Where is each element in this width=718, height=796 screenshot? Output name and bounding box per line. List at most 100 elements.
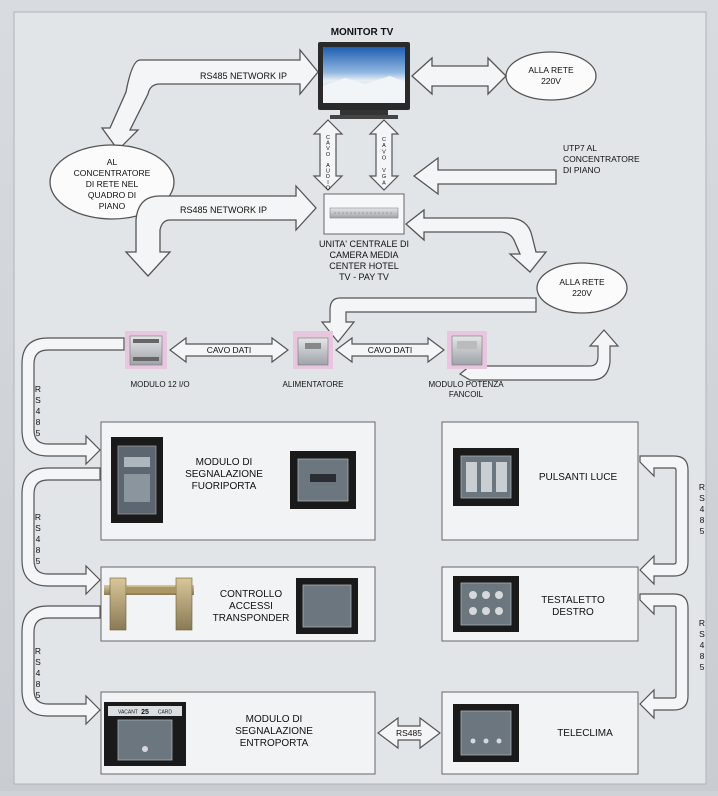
rete-mid-ellipse <box>536 262 628 314</box>
cavo-audio-letter: I <box>327 180 329 186</box>
rs485-vertical-letter: S <box>699 629 705 639</box>
rs485-vertical-letter: 8 <box>36 545 41 555</box>
module-fancoil-line2: FANCOIL <box>449 390 484 399</box>
testaletto-line2: DESTRO <box>552 607 594 618</box>
module-alimentatore-label: ALIMENTATORE <box>283 380 344 389</box>
concentratore-line4: QUADRO DI <box>88 190 136 200</box>
rs485-vertical-letter: 5 <box>36 690 41 700</box>
arrow-cavo-audio <box>312 119 344 191</box>
rs485-vertical-letter: 4 <box>36 534 41 544</box>
panel-card: CARD <box>158 710 173 716</box>
entroporta-panel-icon <box>104 702 186 766</box>
cavo-vga-letter: G <box>382 174 386 180</box>
fuoriporta-line3: FUORIPORTA <box>192 481 257 492</box>
arrow-rs485-bottom <box>377 716 441 750</box>
central-unit-line1: UNITA' CENTRALE DI <box>319 239 409 249</box>
module-fancoil-icon <box>447 331 487 369</box>
rs485-vertical-letter: S <box>35 657 41 667</box>
cavo-vga-letter: A <box>382 143 386 149</box>
bus-left-2 <box>21 467 101 596</box>
concentratore-line1: AL <box>107 157 118 167</box>
rs485-vertical-letter: 4 <box>36 406 41 416</box>
module-io-label: MODULO 12 I/O <box>130 380 189 389</box>
door-handle-icon <box>104 577 194 631</box>
fuoriporta-display-icon <box>290 451 356 509</box>
fuoriporta-line2: SEGNALAZIONE <box>185 469 263 480</box>
central-unit-line4: TV - PAY TV <box>339 272 389 282</box>
concentratore-line5: PIANO <box>99 201 126 211</box>
testaletto-icon <box>453 576 519 632</box>
bus-left-1 <box>21 337 125 466</box>
cavo-vga-letter: C <box>382 137 386 143</box>
teleclima-icon <box>453 704 519 762</box>
cavo-dati-1-label: CAVO DATI <box>207 345 252 355</box>
arrow-cavo-dati-1 <box>169 336 289 364</box>
cavo-vga-letter: A <box>382 180 386 186</box>
arrow-cavo-vga <box>368 119 400 191</box>
bus-left-3 <box>21 605 101 726</box>
rs485-vertical-letter: 4 <box>36 668 41 678</box>
accessi-line2: ACCESSI <box>229 601 273 612</box>
cavo-dati-2-label: CAVO DATI <box>368 345 413 355</box>
utp7-line3: DI PIANO <box>563 165 601 175</box>
arrow-rete-alimentatore <box>320 297 537 343</box>
network-mid-label: RS485 NETWORK IP <box>180 205 267 215</box>
cavo-audio-letter: A <box>326 163 330 169</box>
rs485-vertical-letter: S <box>35 395 41 405</box>
rete-mid-line1: ALLA RETE <box>559 277 605 287</box>
cavo-vga-letter: O <box>382 156 387 162</box>
module-io-icon <box>125 331 167 369</box>
cavo-audio-letter: V <box>326 146 330 152</box>
rete-top-line1: ALLA RETE <box>528 65 574 75</box>
panel-vacant: VACANT <box>118 710 138 716</box>
panel-number: 25 <box>141 709 149 716</box>
rs485-vertical-letter: 8 <box>36 417 41 427</box>
transponder-reader-icon <box>296 578 358 634</box>
accessi-line1: CONTROLLO <box>220 589 282 600</box>
rs485-vertical-letter: R <box>35 384 41 394</box>
cavo-audio-letter: C <box>326 135 330 141</box>
bus-right-2 <box>639 593 689 720</box>
rs485-vertical-letter: S <box>699 493 705 503</box>
central-unit-icon <box>323 193 405 235</box>
cavo-audio-letter: U <box>326 169 330 175</box>
rs485-vertical-letter: R <box>35 646 41 656</box>
cavo-vga-letter: V <box>382 168 386 174</box>
bus-right-1 <box>639 455 689 586</box>
monitor-title: MONITOR TV <box>331 27 394 38</box>
cavo-vga-letter: V <box>382 149 386 155</box>
rs485-vertical-letter: R <box>699 482 705 492</box>
rs485-vertical-letter: R <box>699 618 705 628</box>
arrow-network-mid <box>124 184 317 277</box>
rs485-vertical-letter: 4 <box>700 504 705 514</box>
utp7-line1: UTP7 AL <box>563 143 597 153</box>
rs485-vertical-letter: 5 <box>36 428 41 438</box>
arrow-cavo-dati-2 <box>335 336 445 364</box>
rs485-vertical-letter: S <box>35 523 41 533</box>
cavo-audio-letter: O <box>326 152 331 158</box>
cavo-audio-letter: A <box>326 141 330 147</box>
rete-mid-line2: 220V <box>572 288 592 298</box>
cavo-audio-letter: D <box>326 174 330 180</box>
rs485-vertical-letter: 5 <box>700 526 705 536</box>
rs485-vertical-letter: 8 <box>700 651 705 661</box>
arrow-fancoil-rete <box>458 329 620 381</box>
rs485-vertical-letter: R <box>35 512 41 522</box>
arrow-monitor-rete <box>411 56 507 96</box>
arrow-network-top <box>100 48 319 151</box>
cavo-audio-letter: O <box>326 185 331 191</box>
entroporta-line1: MODULO DI <box>246 714 303 725</box>
utp7-line2: CONCENTRATORE <box>563 154 640 164</box>
arrow-central-rete <box>404 208 548 273</box>
concentratore-ellipse <box>49 144 175 220</box>
fuoriporta-panel-icon <box>111 437 163 523</box>
monitor-icon <box>318 42 410 119</box>
entroporta-line2: SEGNALAZIONE <box>235 726 313 737</box>
arrow-utp7 <box>412 156 557 196</box>
rs485-vertical-letter: 8 <box>700 515 705 525</box>
